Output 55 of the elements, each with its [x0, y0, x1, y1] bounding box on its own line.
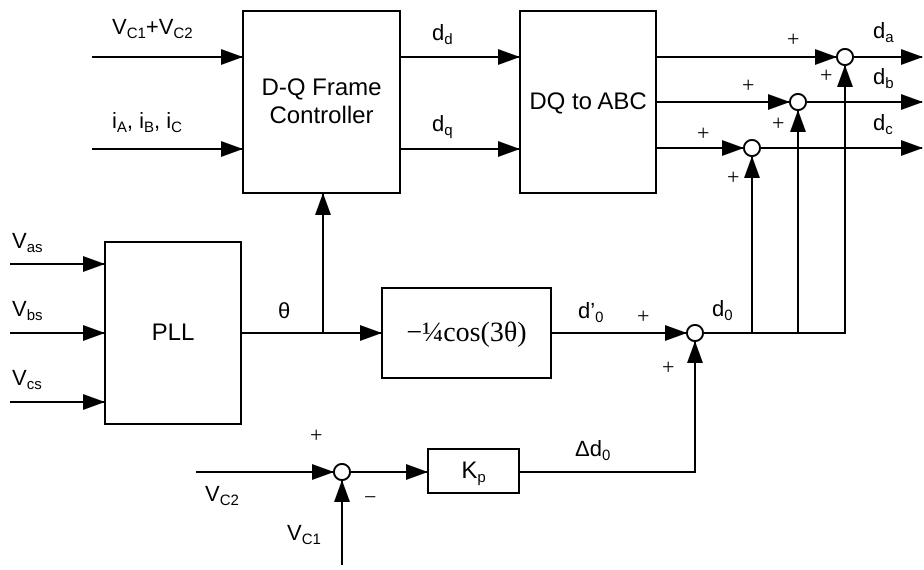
signal-arrow	[520, 341, 703, 473]
signal-arrow	[657, 94, 790, 110]
sign-label: +	[310, 424, 322, 446]
summing-junction	[836, 48, 854, 66]
sign-label: +	[637, 305, 650, 327]
sign-label: +	[772, 112, 784, 134]
sign-label: −	[364, 486, 376, 508]
summing-junction	[743, 139, 761, 157]
edge-label: V$_{as}$	[12, 230, 43, 252]
edge-label: V$_{C2}$	[205, 483, 239, 505]
edge-label: d$_{b}$	[873, 66, 894, 88]
signal-arrow	[196, 464, 334, 480]
summing-junction	[789, 93, 807, 111]
signal-arrow	[92, 49, 243, 65]
edge-label: Δd$_{0}$	[575, 438, 610, 460]
edge-label: d$_{c}$	[873, 112, 893, 134]
signal-arrow	[10, 256, 105, 272]
sign-label: +	[787, 28, 800, 50]
signal-arrow	[552, 325, 687, 341]
edge-label: V$_{C1}$+V$_{C2}$	[112, 16, 193, 38]
signal-arrow	[657, 49, 837, 65]
edge-label: d’$_{0}$	[578, 300, 604, 322]
signal-arrow	[704, 65, 853, 334]
signal-arrow	[92, 141, 243, 157]
signal-arrow	[242, 193, 331, 334]
signal-arrow	[401, 49, 520, 65]
signal-arrow	[334, 480, 350, 565]
signal-arrow	[10, 394, 105, 410]
block-box: −¼cos(3θ)	[381, 287, 552, 379]
signal-arrow	[10, 325, 105, 341]
edge-label: V$_{bs}$	[12, 298, 43, 320]
signal-arrow	[657, 140, 744, 156]
sign-label: +	[662, 356, 674, 378]
block-box: DQ to ABC	[519, 10, 657, 194]
sign-label: +	[742, 74, 754, 96]
summing-junction	[333, 463, 351, 481]
sign-label: +	[727, 166, 740, 188]
edge-label: d$_{a}$	[873, 20, 894, 42]
edge-label: d$_{0}$	[712, 298, 733, 320]
edge-label: θ	[278, 300, 290, 322]
edge-label: V$_{C1}$	[287, 522, 321, 544]
sign-label: +	[697, 122, 710, 144]
block-box: K$_{p}$	[427, 448, 520, 494]
signal-arrow	[761, 140, 923, 156]
block-box: D-Q Frame Controller	[242, 10, 401, 194]
edge-label: d$_{d}$	[432, 22, 453, 44]
signal-arrow	[854, 49, 923, 65]
block-box: PLL	[104, 241, 242, 425]
edge-label: V$_{cs}$	[12, 367, 42, 389]
sign-label: +	[820, 64, 832, 86]
signal-arrow	[807, 94, 923, 110]
edge-label: i$_{A}$, i$_{B}$, i$_{C}$	[112, 110, 182, 132]
signal-arrow	[401, 141, 520, 157]
summing-junction	[686, 324, 704, 342]
signal-arrow	[351, 464, 428, 480]
